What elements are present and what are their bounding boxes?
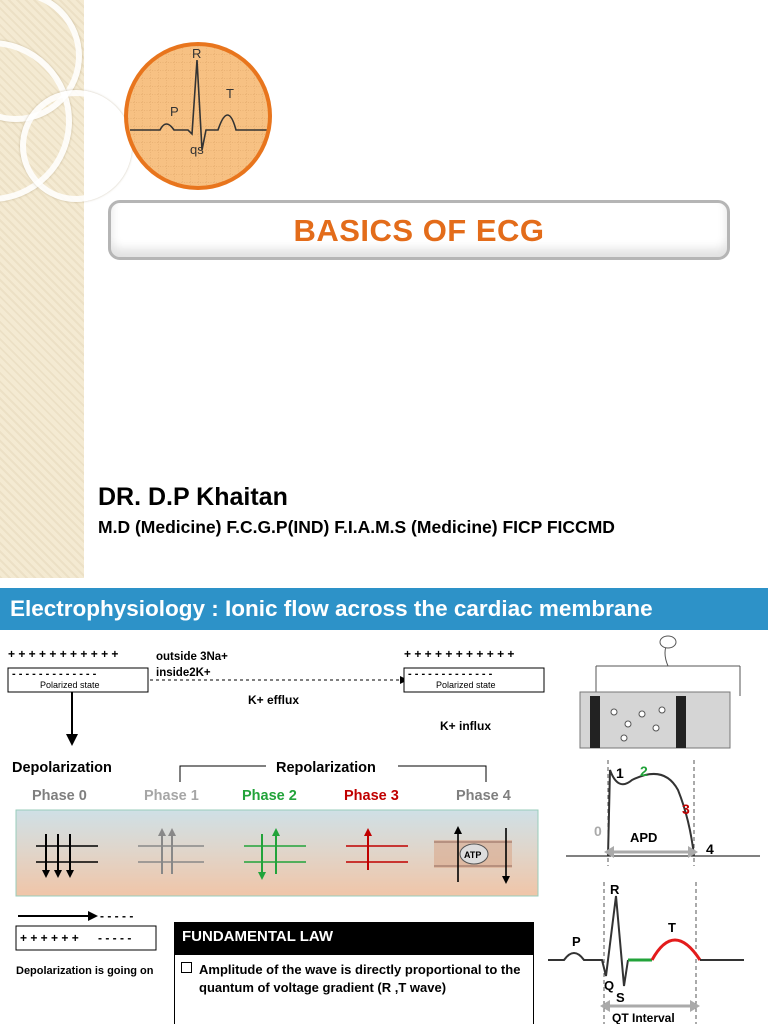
phase-0-channels [36, 834, 98, 878]
phase-4-pump: ATP [434, 826, 512, 884]
membrane-minus-row-right: - - - - - - - - - - - - - [408, 668, 493, 680]
apd-label: APD [630, 830, 657, 845]
ap-phase-3: 3 [682, 801, 690, 817]
author-name: DR. D.P Khaitan [98, 483, 288, 511]
logo-label-p: P [170, 104, 179, 119]
phase-label: Phase 3 [344, 788, 399, 804]
logo-label-t: T [226, 86, 234, 101]
phase-1-channels [138, 828, 204, 874]
ecg-waveform-graph: P Q R S T QT Interval [548, 882, 744, 1024]
k-influx-label: K+ influx [440, 719, 491, 733]
logo-label-r: R [192, 46, 201, 61]
polarized-state-label-right: Polarized state [436, 680, 496, 690]
inside-label: inside2K+ [156, 667, 211, 679]
checkbox-bullet-icon [181, 962, 192, 973]
depolarization-progress-diagram: - - - - - + + + + + + - - - - - Depolari… [15, 909, 157, 977]
page-title: BASICS OF ECG [293, 213, 545, 248]
membrane-right [403, 667, 545, 693]
ap-phase-2: 2 [640, 763, 648, 779]
ap-phase-1: 1 [616, 765, 624, 781]
title-box: BASICS OF ECG [108, 200, 730, 260]
ecg-t-label: T [668, 920, 676, 935]
slide-header: Electrophysiology : Ionic flow across th… [0, 588, 768, 630]
depolarization-label: Depolarization [12, 760, 112, 776]
atp-label: ATP [464, 850, 481, 860]
ecg-r-label: R [610, 882, 620, 897]
phase-label: Phase 1 [144, 788, 199, 804]
k-efflux-label: K+ efflux [248, 693, 299, 707]
qt-interval-label: QT Interval [612, 1011, 675, 1024]
logo-label-qs: qs [190, 142, 204, 157]
phase-label: Phase 0 [32, 788, 87, 804]
electrophysiology-slide: Electrophysiology : Ionic flow across th… [0, 588, 768, 1024]
atp-icon [459, 843, 489, 865]
phase-2-channels [244, 828, 306, 880]
ecg-trace [130, 59, 268, 151]
ecg-p-label: P [572, 934, 581, 949]
action-potential-graph: 0 1 2 3 4 APD [566, 760, 760, 866]
dep-plus-inside: + + + + + + [20, 931, 79, 945]
phase-label: Phase 4 [456, 788, 511, 804]
ecg-q-label: Q [604, 978, 614, 993]
decorative-ring [20, 90, 132, 202]
polarized-state-label: Polarized state [40, 680, 100, 690]
title-slide: R P T qs BASICS OF ECG DR. D.P Khaitan M… [0, 0, 730, 578]
membrane-plus-row-right: + + + + + + + + + + + [404, 647, 514, 661]
ionic-flow-diagram: + + + + + + + + + + + - - - - - - - - - … [7, 635, 760, 1024]
phase-label: Phase 2 [242, 788, 297, 804]
dep-minus-inside: - - - - - [98, 931, 131, 945]
fundamental-law-body: Amplitude of the wave is directly propor… [174, 954, 534, 1024]
fundamental-law-box: FUNDAMENTAL LAW Amplitude of the wave is… [174, 922, 534, 1024]
ecg-s-label: S [616, 990, 625, 1005]
membrane-left [7, 667, 149, 693]
fundamental-law-text: Amplitude of the wave is directly propor… [199, 962, 521, 995]
fundamental-law-title: FUNDAMENTAL LAW [182, 928, 334, 945]
author-credentials: M.D (Medicine) F.C.G.P(IND) F.I.A.M.S (M… [98, 517, 615, 537]
phase-3-channels [346, 828, 408, 870]
battery-beaker-illustration [579, 635, 741, 749]
membrane-minus-row: - - - - - - - - - - - - - [12, 668, 97, 680]
membrane-plus-row: + + + + + + + + + + + [8, 647, 118, 661]
outside-label: outside 3Na+ [156, 651, 228, 663]
depolarization-going-label: Depolarization is going on [16, 965, 154, 977]
ecg-logo: R P T qs [124, 42, 272, 190]
action-potential-curve [607, 769, 695, 857]
ap-phase-4: 4 [706, 841, 714, 857]
ap-phase-0: 0 [594, 823, 602, 839]
dep-minus-top: - - - - - [100, 909, 133, 923]
repolarization-label: Repolarization [276, 760, 376, 776]
